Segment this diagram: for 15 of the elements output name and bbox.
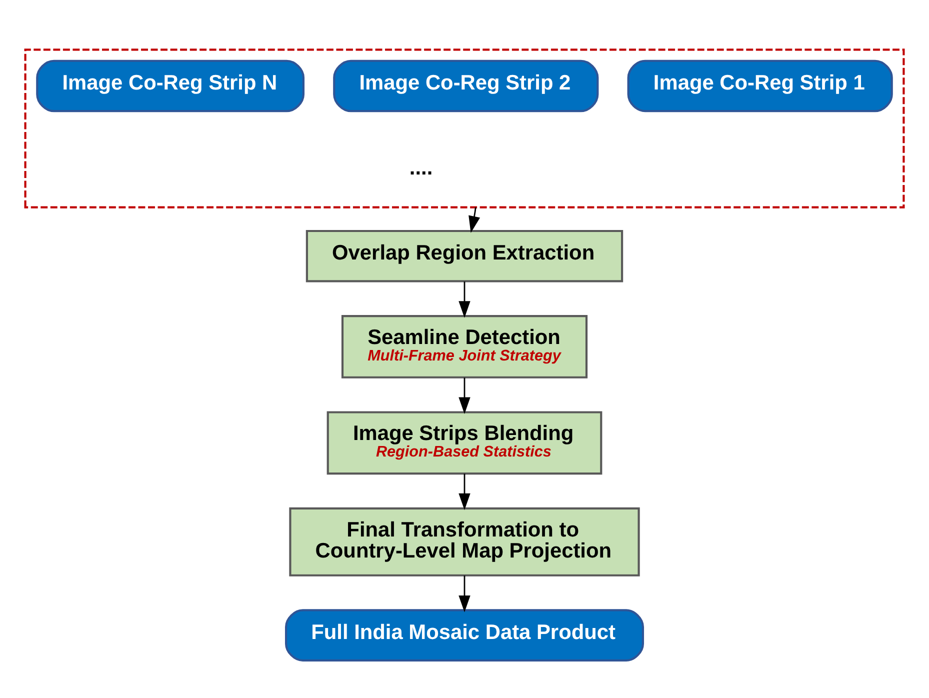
node-box: Full India Mosaic Data Product bbox=[285, 608, 644, 661]
node-box: Overlap Region Extraction bbox=[306, 229, 624, 282]
node-box: Image Strips Blending Region-Based Statistics bbox=[326, 410, 602, 474]
node-box: Seamline Detection Multi-Frame Joint Strategy bbox=[341, 314, 588, 378]
arrow bbox=[468, 206, 480, 232]
arrow bbox=[458, 575, 470, 612]
node-box: Image Co-Reg Strip 1 bbox=[627, 59, 893, 112]
node-box: Image Co-Reg Strip 2 bbox=[333, 59, 599, 112]
arrow bbox=[458, 280, 470, 318]
cluster bbox=[24, 48, 905, 208]
arrow bbox=[458, 377, 470, 414]
node-box: Final Transformation to Country-Level Map Projection bbox=[289, 506, 640, 576]
arrow bbox=[458, 473, 470, 510]
label: .... bbox=[409, 156, 433, 180]
node-box: Image Co-Reg Strip N bbox=[36, 59, 304, 112]
